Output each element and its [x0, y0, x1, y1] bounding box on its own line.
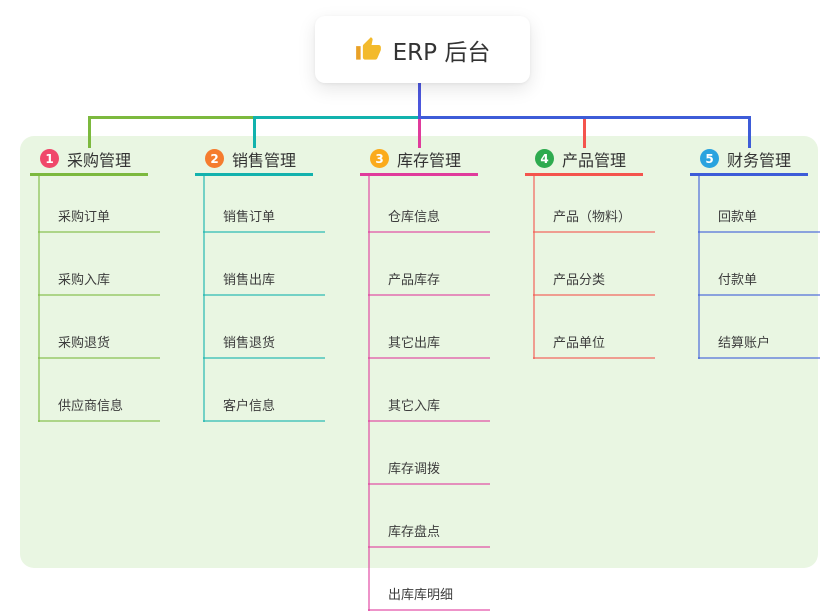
connector-line — [253, 116, 420, 119]
branch-header[interactable]: 5 财务管理 — [690, 146, 808, 176]
branch-number-badge: 5 — [700, 149, 719, 168]
thumbs-up-icon — [355, 36, 382, 63]
child-node[interactable]: 库存盘点 — [368, 485, 490, 548]
child-label: 出库库明细 — [388, 588, 454, 603]
child-node[interactable]: 销售订单 — [203, 176, 325, 233]
child-label: 库存盘点 — [388, 525, 441, 540]
child-label: 其它入库 — [388, 399, 441, 414]
child-label: 采购入库 — [58, 273, 111, 288]
connector-line — [418, 83, 421, 119]
child-node[interactable]: 其它入库 — [368, 359, 490, 422]
branch-spine-line — [368, 176, 370, 611]
child-label: 采购退货 — [58, 336, 111, 351]
child-label: 产品（物料） — [553, 210, 632, 225]
child-node[interactable]: 产品分类 — [533, 233, 655, 296]
child-node[interactable]: 出库库明细 — [368, 548, 490, 611]
child-label: 销售出库 — [223, 273, 276, 288]
child-node[interactable]: 付款单 — [698, 233, 820, 296]
branch-spine-line — [203, 176, 205, 422]
branch-spine-line — [38, 176, 40, 422]
mindmap-canvas: ERP 后台 1 采购管理 采购订单采购入库采购退货供应商信息 2 销售管理 销… — [20, 16, 839, 611]
branch-node-5[interactable]: 5 财务管理 回款单付款单结算账户 — [690, 146, 839, 359]
child-label: 销售退货 — [223, 336, 276, 351]
child-label: 回款单 — [718, 210, 758, 225]
branch-node-2[interactable]: 2 销售管理 销售订单销售出库销售退货客户信息 — [195, 146, 355, 422]
branch-spine-line — [533, 176, 535, 359]
branch-header[interactable]: 3 库存管理 — [360, 146, 478, 176]
connector-line — [253, 116, 256, 148]
branch-node-1[interactable]: 1 采购管理 采购订单采购入库采购退货供应商信息 — [30, 146, 190, 422]
child-node[interactable]: 仓库信息 — [368, 176, 490, 233]
child-node[interactable]: 其它出库 — [368, 296, 490, 359]
connector-line — [88, 116, 91, 148]
branch-children: 采购订单采购入库采购退货供应商信息 — [38, 176, 190, 422]
branch-header[interactable]: 2 销售管理 — [195, 146, 313, 176]
connector-line — [583, 116, 586, 148]
branch-number-badge: 3 — [370, 149, 389, 168]
child-node[interactable]: 库存调拨 — [368, 422, 490, 485]
child-label: 产品分类 — [553, 273, 606, 288]
branch-children: 产品（物料） 产品分类产品单位 — [533, 176, 685, 359]
child-node[interactable]: 销售出库 — [203, 233, 325, 296]
child-label: 供应商信息 — [58, 399, 124, 414]
child-node[interactable]: 客户信息 — [203, 359, 325, 422]
branch-children: 回款单付款单结算账户 — [698, 176, 839, 359]
background-panel — [20, 136, 818, 568]
child-label: 仓库信息 — [388, 210, 441, 225]
child-label: 销售订单 — [223, 210, 276, 225]
child-node[interactable]: 产品单位 — [533, 296, 655, 359]
child-node[interactable]: 回款单 — [698, 176, 820, 233]
branch-label: 财务管理 — [727, 150, 792, 170]
child-label: 库存调拨 — [388, 462, 441, 477]
connector-line — [748, 116, 751, 148]
child-node[interactable]: 结算账户 — [698, 296, 820, 359]
branch-spine-line — [698, 176, 700, 359]
child-label: 采购订单 — [58, 210, 111, 225]
child-node[interactable]: 产品库存 — [368, 233, 490, 296]
child-label: 付款单 — [718, 273, 758, 288]
child-node[interactable]: 产品（物料） — [533, 176, 655, 233]
branch-label: 产品管理 — [562, 150, 627, 170]
branch-number-badge: 1 — [40, 149, 59, 168]
child-label: 结算账户 — [718, 336, 771, 351]
child-node[interactable]: 采购入库 — [38, 233, 160, 296]
branch-children: 仓库信息产品库存其它出库其它入库库存调拨库存盘点出库库明细 — [368, 176, 520, 611]
child-label: 客户信息 — [223, 399, 276, 414]
branch-header[interactable]: 1 采购管理 — [30, 146, 148, 176]
branch-label: 销售管理 — [232, 150, 297, 170]
child-node[interactable]: 采购退货 — [38, 296, 160, 359]
child-label: 产品库存 — [388, 273, 441, 288]
branch-label: 库存管理 — [397, 150, 462, 170]
child-label: 其它出库 — [388, 336, 441, 351]
branch-label: 采购管理 — [67, 150, 132, 170]
child-node[interactable]: 采购订单 — [38, 176, 160, 233]
branch-number-badge: 4 — [535, 149, 554, 168]
branch-node-4[interactable]: 4 产品管理 产品（物料） 产品分类产品单位 — [525, 146, 685, 359]
connector-line — [418, 116, 421, 148]
child-label: 产品单位 — [553, 336, 606, 351]
branch-header[interactable]: 4 产品管理 — [525, 146, 643, 176]
child-node[interactable]: 供应商信息 — [38, 359, 160, 422]
branch-node-3[interactable]: 3 库存管理 仓库信息产品库存其它出库其它入库库存调拨库存盘点出库库明细 — [360, 146, 520, 611]
root-node[interactable]: ERP 后台 — [315, 16, 530, 83]
connector-line — [419, 116, 751, 119]
child-node[interactable]: 销售退货 — [203, 296, 325, 359]
root-label: ERP 后台 — [392, 39, 491, 66]
branch-number-badge: 2 — [205, 149, 224, 168]
branch-children: 销售订单销售出库销售退货客户信息 — [203, 176, 355, 422]
